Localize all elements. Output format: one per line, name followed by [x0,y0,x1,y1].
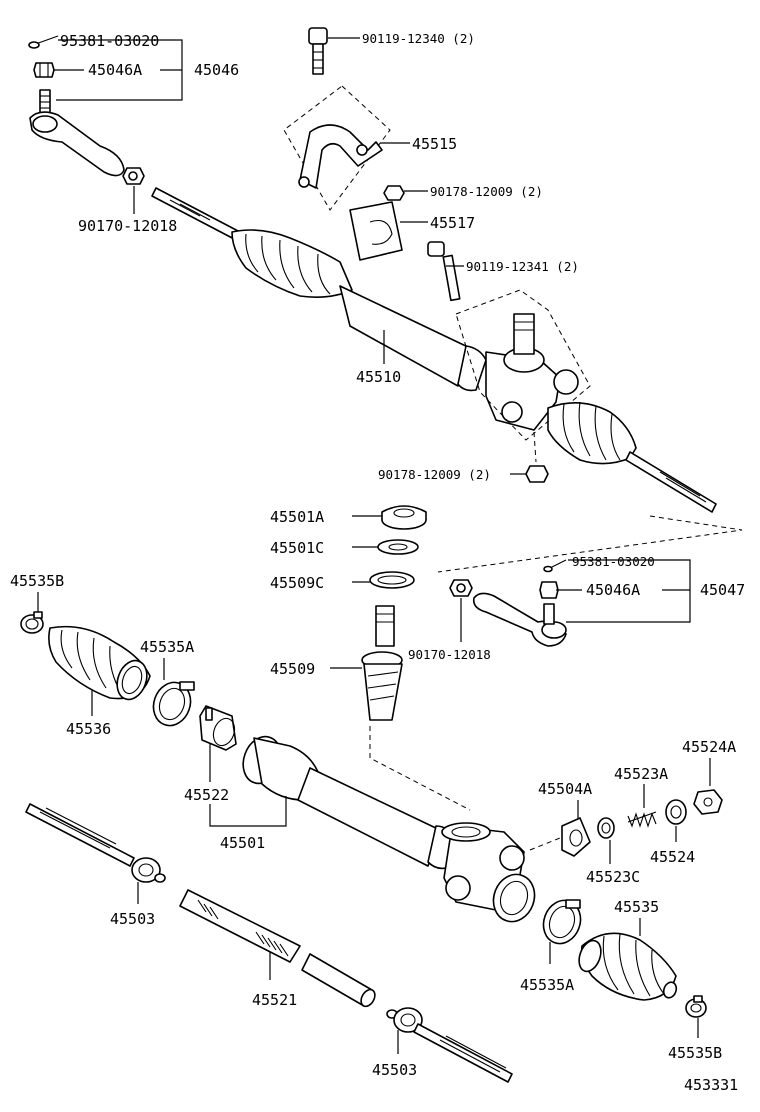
tie-rod-end-right-group: 95381-03020 45046A 45047 90170-12018 [408,554,745,662]
cap-nut-45524A [693,789,723,815]
bushing-45522 [199,705,237,751]
label-bearing: 45501A [270,508,324,526]
label-nut-tie-upper: 90170-12018 [78,217,177,235]
label-rod-left: 45503 [110,910,155,928]
label-rack-assy: 45510 [356,368,401,386]
label-cap-nut: 45524A [682,738,736,756]
rod-45503-left [25,803,166,883]
label-boot-right: 45535 [614,898,659,916]
label-cap: 45524 [650,848,695,866]
nut-lower-mid [525,465,549,483]
clamp-45535A-left [152,681,195,727]
tie-rod-end-left-group: 95381-03020 45046A 45046 90170-12018 [28,32,239,235]
spring-washer-45523C [597,817,615,839]
label-tie-end-right: 45047 [700,581,745,599]
pinion-stack: 45501A 45501C 45509C 45509 [270,505,471,811]
bracket-group: 90119-12340 (2) 45515 90178-12009 (2) 45… [283,27,579,302]
label-bolt-top: 90119-12340 (2) [362,31,475,46]
right-boot-group: 45535A 45535 45535B [520,898,722,1062]
label-bracket: 45515 [412,135,457,153]
tie-rod-end-45047 [472,592,567,647]
figure-number: 453331 [684,1076,738,1094]
label-rack: 45521 [252,991,297,1009]
label-pinion: 45509 [270,660,315,678]
clamp-45535A-right [542,899,582,945]
label-nut-bracket: 90178-12009 (2) [430,184,543,199]
label-nut-lower-mid: 90178-12009 (2) [378,467,491,482]
cotter-pin-right [543,559,567,573]
label-guide: 45504A [538,780,592,798]
bolt-top [308,27,328,75]
label-pin-right: 95381-03020 [572,554,655,569]
nut-tie-right [449,579,473,597]
label-snap-ring: 45509C [270,574,324,592]
label-clamp-a-right: 45535A [520,976,574,994]
rack-assembly-45510 [151,187,717,513]
rod-45503-right [386,1007,513,1083]
label-spring: 45523A [614,765,668,783]
label-clamp-a-left: 45535A [140,638,194,656]
spring-45523A [627,811,657,828]
boot-45535 [578,932,678,1001]
guide-group: 45504A 45523C 45523A 45524 45524A [538,738,736,886]
washer-45501C [377,539,419,555]
label-nut-tie-right: 90170-12018 [408,647,491,662]
clamp-45535B-right [685,995,707,1018]
label-bushing-rack: 45522 [184,786,229,804]
label-nut-upper: 45046A [88,61,142,79]
housing-45501 [242,735,561,923]
label-spring-washer: 45523C [586,868,640,886]
label-nut-right-a: 45046A [586,581,640,599]
label-bushing: 45517 [430,214,475,232]
snap-ring-45509C [369,571,415,589]
guide-45504A [561,817,591,857]
left-boot-group: 45535B 45536 45535A [10,572,237,804]
label-clamp-b-right: 45535B [668,1044,722,1062]
boot-45536 [48,625,151,701]
nut-tie-upper [122,167,145,185]
rack-45521 [179,889,376,1008]
bolt-mid [427,241,461,302]
cap-45524 [665,799,687,825]
bushing-45517 [349,201,403,261]
clamp-45535B-left [20,611,44,634]
castle-nut-right [539,581,559,599]
label-pin-upper: 95381-03020 [60,32,159,50]
label-tie-end-upper: 45046 [194,61,239,79]
label-housing: 45501 [220,834,265,852]
bracket-45515 [298,124,383,189]
bearing-45501A [381,505,427,530]
label-rod-right: 45503 [372,1061,417,1079]
label-boot-left: 45536 [66,720,111,738]
nut-bracket [383,185,405,201]
cotter-pin-upper [28,35,59,49]
pinion-45509 [361,605,403,721]
castle-nut-upper [33,62,55,78]
label-clamp-b-left: 45535B [10,572,64,590]
label-washer-c: 45501C [270,539,324,557]
tie-rod-end-45046 [29,89,125,177]
label-bolt-mid: 90119-12341 (2) [466,259,579,274]
